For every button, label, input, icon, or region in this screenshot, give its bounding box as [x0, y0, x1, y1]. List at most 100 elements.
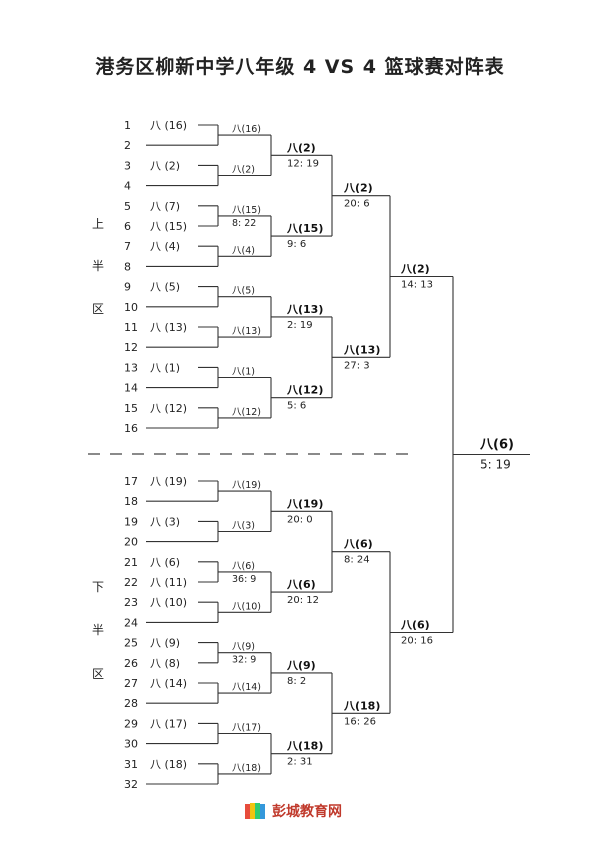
- round3-score: 27: 3: [344, 360, 370, 371]
- round2-score: 5: 6: [287, 401, 306, 412]
- round1-winner: 八(3): [232, 521, 255, 532]
- lower-half-label: 半: [92, 623, 104, 637]
- team-name: 八 (5): [150, 281, 180, 294]
- round2-winner: 八(12): [286, 384, 323, 397]
- slot-number: 29: [124, 717, 138, 730]
- round1-winner: 八(16): [232, 124, 261, 135]
- upper-half-label: 上: [92, 217, 104, 231]
- round1-winner: 八(10): [232, 601, 261, 612]
- slot-number: 26: [124, 657, 138, 670]
- slot-number: 27: [124, 677, 138, 690]
- upper-half-label: 半: [92, 259, 104, 273]
- round1-winner: 八(2): [232, 165, 255, 176]
- slot-number: 10: [124, 301, 138, 314]
- round1-winner: 八(13): [232, 326, 261, 337]
- round2-winner: 八(19): [286, 497, 323, 510]
- team-name: 八 (15): [150, 220, 187, 233]
- slot-number: 11: [124, 321, 138, 334]
- round2-score: 8: 2: [287, 676, 306, 687]
- slot-number: 32: [124, 778, 138, 791]
- slot-number: 4: [124, 180, 131, 193]
- team-name: 八 (9): [150, 637, 180, 650]
- slot-number: 9: [124, 281, 131, 294]
- team-name: 八 (6): [150, 556, 180, 569]
- round3-winner: 八(13): [343, 343, 380, 356]
- team-name: 八 (17): [150, 717, 187, 730]
- round1-winner: 八(17): [232, 723, 261, 734]
- team-name: 八 (19): [150, 475, 187, 488]
- slot-number: 14: [124, 382, 138, 395]
- round1-score: 8: 22: [232, 218, 256, 229]
- round2-score: 12: 19: [287, 158, 319, 169]
- slot-number: 13: [124, 361, 138, 374]
- slot-number: 17: [124, 475, 138, 488]
- slot-number: 5: [124, 200, 131, 213]
- slot-number: 20: [124, 536, 138, 549]
- final-winner: 八(6): [479, 438, 514, 453]
- slot-number: 28: [124, 697, 138, 710]
- upper-half-label: 区: [92, 302, 104, 316]
- round3-winner: 八(2): [343, 182, 373, 195]
- slot-number: 23: [124, 596, 138, 609]
- round1-winner: 八(14): [232, 682, 261, 693]
- team-name: 八 (7): [150, 200, 180, 213]
- team-name: 八 (16): [150, 119, 187, 132]
- team-name: 八 (2): [150, 159, 180, 172]
- round2-winner: 八(15): [286, 222, 323, 235]
- slot-number: 30: [124, 738, 138, 751]
- slot-number: 6: [124, 220, 131, 233]
- slot-number: 24: [124, 616, 138, 629]
- slot-number: 8: [124, 260, 131, 273]
- round1-winner: 八(4): [232, 245, 255, 256]
- final-score: 5: 19: [480, 458, 511, 472]
- lower-half-label: 区: [92, 667, 104, 681]
- book-icon: [245, 803, 265, 819]
- round1-winner: 八(6): [232, 561, 255, 572]
- team-name: 八 (14): [150, 677, 187, 690]
- round3-score: 16: 26: [344, 716, 376, 727]
- logo-text: 彭城教育网: [272, 804, 342, 820]
- team-name: 八 (4): [150, 240, 180, 253]
- round1-winner: 八(15): [232, 205, 261, 216]
- round1-winner: 八(9): [232, 642, 255, 653]
- round3-winner: 八(6): [343, 538, 373, 551]
- round3-score: 8: 24: [344, 555, 370, 566]
- round2-winner: 八(2): [286, 141, 316, 154]
- slot-number: 7: [124, 240, 131, 253]
- round4-winner: 八(2): [400, 263, 430, 276]
- round1-winner: 八(1): [232, 367, 255, 378]
- round1-winner: 八(18): [232, 763, 261, 774]
- slot-number: 19: [124, 515, 138, 528]
- team-name: 八 (1): [150, 361, 180, 374]
- round1-winner: 八(12): [232, 407, 261, 418]
- round4-score: 14: 13: [401, 280, 433, 291]
- round2-score: 20: 0: [287, 514, 313, 525]
- round2-winner: 八(6): [286, 578, 316, 591]
- round1-winner: 八(5): [232, 286, 255, 297]
- lower-half-label: 下: [92, 580, 104, 594]
- round2-score: 2: 19: [287, 320, 313, 331]
- round2-score: 9: 6: [287, 239, 306, 250]
- team-name: 八 (3): [150, 515, 180, 528]
- round1-winner: 八(19): [232, 480, 261, 491]
- slot-number: 22: [124, 576, 138, 589]
- slot-number: 25: [124, 637, 138, 650]
- round3-winner: 八(18): [343, 699, 380, 712]
- round4-score: 20: 16: [401, 636, 433, 647]
- round2-score: 20: 12: [287, 595, 319, 606]
- team-name: 八 (18): [150, 758, 187, 771]
- round3-score: 20: 6: [344, 199, 370, 210]
- round2-winner: 八(13): [286, 303, 323, 316]
- slot-number: 21: [124, 556, 138, 569]
- page-title: 港务区柳新中学八年级 4 VS 4 篮球赛对阵表: [95, 56, 505, 78]
- slot-number: 12: [124, 341, 138, 354]
- team-name: 八 (11): [150, 576, 187, 589]
- slot-number: 3: [124, 159, 131, 172]
- team-name: 八 (10): [150, 596, 187, 609]
- team-name: 八 (12): [150, 402, 187, 415]
- team-name: 八 (8): [150, 657, 180, 670]
- slot-number: 16: [124, 422, 138, 435]
- round2-winner: 八(9): [286, 659, 316, 672]
- round1-score: 32: 9: [232, 655, 256, 666]
